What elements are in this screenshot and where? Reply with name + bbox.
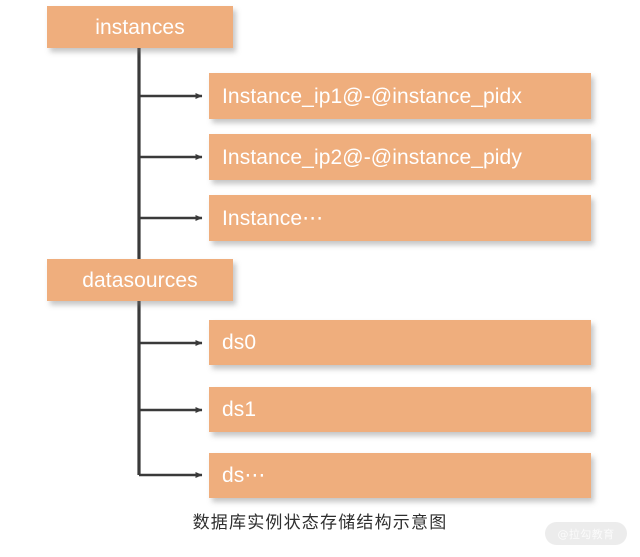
node-datasources-label: datasources — [82, 268, 198, 292]
node-ds1-label: ds1 — [222, 398, 257, 421]
node-instances[interactable]: instances — [47, 6, 233, 48]
node-datasources[interactable]: datasources — [47, 259, 233, 301]
node-instance-more-label: Instance⋯ — [222, 206, 324, 230]
watermark-badge: @拉勾教育 — [545, 522, 627, 545]
node-instances-label: instances — [95, 15, 185, 39]
node-ds1[interactable]: ds1 — [209, 387, 591, 432]
node-instance-ip1-label: Instance_ip1@-@instance_pidx — [222, 84, 522, 108]
node-instance-ip2-label: Instance_ip2@-@instance_pidy — [222, 145, 522, 169]
node-instance-more[interactable]: Instance⋯ — [209, 195, 591, 241]
watermark-label: @拉勾教育 — [557, 527, 615, 541]
node-ds-more[interactable]: ds⋯ — [209, 453, 591, 498]
diagram-caption: 数据库实例状态存储结构示意图 — [192, 513, 448, 533]
node-instance-ip1[interactable]: Instance_ip1@-@instance_pidx — [209, 73, 591, 119]
node-ds0[interactable]: ds0 — [209, 320, 591, 365]
node-instance-ip2[interactable]: Instance_ip2@-@instance_pidy — [209, 134, 591, 180]
node-ds0-label: ds0 — [222, 331, 257, 354]
node-ds-more-label: ds⋯ — [222, 464, 266, 487]
